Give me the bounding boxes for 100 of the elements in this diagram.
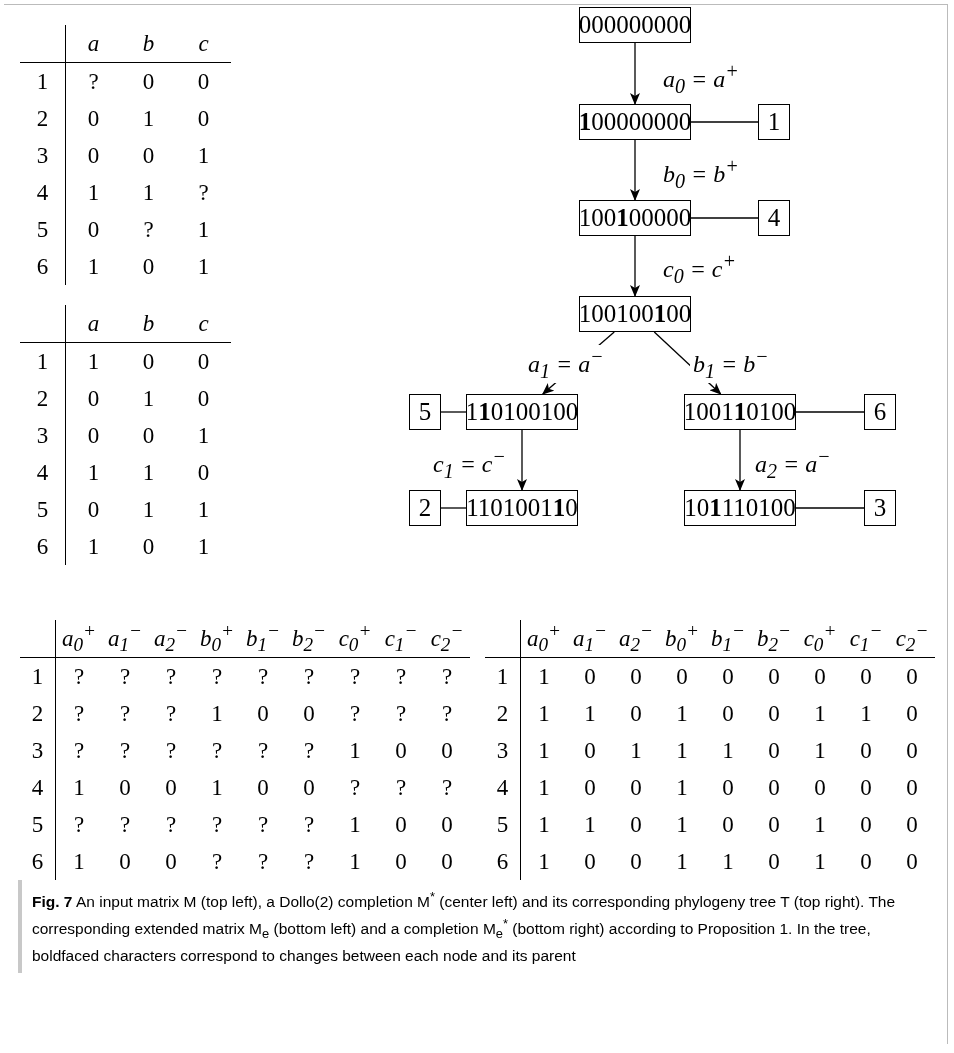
table-cell: 0 (121, 62, 176, 100)
row-number: 6 (20, 248, 66, 285)
table-cell-text: 1 (813, 810, 827, 839)
table-cell-text: 0 (721, 810, 735, 839)
table-cell: ? (102, 657, 148, 695)
leaf-number-box: 2 (409, 490, 441, 526)
row-number: 1 (20, 657, 56, 695)
table-cell-text: 0 (859, 736, 873, 765)
row-number: 1 (20, 342, 66, 380)
bit-string-box: 000000000 (579, 7, 691, 43)
table-cell-text: 0 (813, 773, 827, 802)
table-cell-text: 1 (210, 773, 224, 802)
table-cell-text: 1 (721, 736, 735, 765)
table-cell: ? (55, 695, 102, 732)
row-number: 2 (20, 380, 66, 417)
table-cell-text: 0 (905, 810, 919, 839)
table-cell-text: ? (210, 810, 224, 839)
row-number: 5 (20, 806, 56, 843)
table-cell-text: 0 (629, 773, 643, 802)
table-cell-text: 0 (118, 847, 132, 876)
table-cell: ? (332, 657, 378, 695)
table-cell: 0 (659, 657, 705, 695)
table-cell-text: 0 (141, 421, 156, 450)
row-number: 4 (20, 769, 56, 806)
table-cell-text: 1 (348, 736, 362, 765)
table-cell-text: ? (118, 736, 132, 765)
table-cell-text: 1 (675, 699, 689, 728)
table-cell-text: 1 (629, 736, 643, 765)
table-cell-text: 0 (440, 736, 454, 765)
table-cell-text: 0 (302, 699, 316, 728)
table-cell-text: 0 (141, 252, 156, 281)
table-cell: 0 (65, 100, 121, 137)
arrow (630, 42, 640, 105)
table-cell-text: ? (118, 810, 132, 839)
leaf-number-box: 1 (758, 104, 790, 140)
table-cell-text: ? (210, 847, 224, 876)
table-cell-text: 1 (583, 699, 597, 728)
table-cell: ? (65, 62, 121, 100)
table-cell-text: 0 (196, 104, 211, 133)
row-number: 6 (20, 528, 66, 565)
table-cell-text: 1 (675, 847, 689, 876)
table-cell-text: 0 (394, 736, 408, 765)
table-cell-text: 1 (813, 736, 827, 765)
table-cell: ? (240, 657, 286, 695)
row-number: 6 (485, 843, 521, 880)
table-cell-text: 0 (767, 699, 781, 728)
table-cell: 0 (613, 657, 659, 695)
bit-string-box: 101110100 (684, 490, 796, 526)
column-header: b (121, 305, 176, 343)
bit-string-box: 110100100 (466, 394, 578, 430)
table-cell-text: ? (256, 847, 270, 876)
table-cell-text: 0 (721, 699, 735, 728)
connector-line (795, 507, 865, 509)
leaf-number-box: 4 (758, 200, 790, 236)
table-cell-text: ? (440, 699, 454, 728)
table-cell-text: 0 (440, 810, 454, 839)
table-cell: ? (286, 657, 332, 695)
table-cell-text: 1 (675, 773, 689, 802)
table-cell: 1 (55, 769, 102, 806)
table-cell-text: 0 (394, 847, 408, 876)
connector-line (690, 121, 759, 123)
column-header: c (176, 305, 231, 343)
connector-line (795, 411, 865, 413)
table-cell-text: 1 (196, 141, 211, 170)
table-cell-text: 1 (196, 495, 211, 524)
table-cell-text: 1 (583, 810, 597, 839)
table-cell: 1 (65, 342, 121, 380)
table-cell: 1 (65, 174, 121, 211)
table-cell-text: 0 (141, 532, 156, 561)
table-cell-text: ? (394, 699, 408, 728)
row-number: 5 (485, 806, 521, 843)
column-header: a (65, 305, 121, 343)
table-cell-text: 0 (583, 847, 597, 876)
table-cell-text: 0 (629, 810, 643, 839)
table-cell-text: 1 (813, 847, 827, 876)
table-cell-text: 1 (141, 458, 156, 487)
table-cell: 0 (65, 137, 121, 174)
table-cell-text: 0 (164, 773, 178, 802)
table-cell: ? (378, 657, 424, 695)
figure-caption: Fig. 7 An input matrix M (top left), a Dollo(2) completion M$^{*}$ (center left) and its corresponding phylogeny tree T (top right). The corresponding extended matrix M$_{e}$ (bottom left) and a completion M$_{e}$$^{*}$ (bottom right) according to Proposition 1. In the tree, boldfaced characters correspond to changes between each node and its parent (18, 880, 937, 974)
row-number: 2 (20, 100, 66, 137)
table-cell: ? (55, 657, 102, 695)
table-cell-text: ? (348, 699, 362, 728)
table-cell: 1 (65, 454, 121, 491)
table-cell: ? (424, 657, 470, 695)
column-header: a (65, 25, 121, 63)
table-cell: 0 (751, 657, 797, 695)
table-cell-text: 1 (210, 699, 224, 728)
table-cell-text: ? (348, 773, 362, 802)
table-cell-text: ? (142, 215, 155, 244)
row-number: 5 (20, 211, 66, 248)
table-cell-text: 0 (629, 847, 643, 876)
table-cell-text: 0 (583, 736, 597, 765)
table-cell-text: 1 (721, 847, 735, 876)
table-cell: 1 (520, 732, 567, 769)
table-cell-text: ? (256, 736, 270, 765)
table-cell-text: 0 (859, 847, 873, 876)
table-cell: ? (55, 806, 102, 843)
table-cell-text: 0 (629, 699, 643, 728)
table-cell: 0 (797, 657, 843, 695)
